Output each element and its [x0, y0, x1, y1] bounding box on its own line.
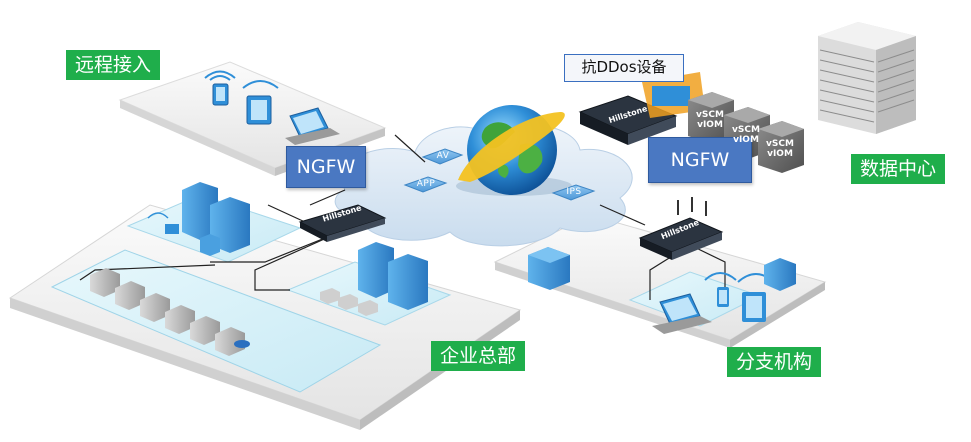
- vscm-2-line1: vSCM: [732, 125, 760, 135]
- vscm-3-line1: vSCM: [766, 139, 794, 149]
- vscm-block-1: [688, 92, 734, 144]
- branch-server-cube: [528, 247, 570, 290]
- tag-ips: [551, 184, 596, 201]
- label-branch: 分支机构: [727, 347, 822, 377]
- ngfw-left-device: [298, 204, 387, 242]
- internet-globe: [456, 105, 572, 196]
- branch-tablet-icon: [737, 273, 775, 322]
- vscm-1-line1: vSCM: [696, 110, 724, 120]
- label-remote-access: 远程接入: [66, 50, 161, 80]
- vscm-block-3: [758, 121, 804, 173]
- tag-av: [421, 148, 464, 165]
- hq-building-cluster-right: [320, 242, 428, 316]
- tag-av-label: AV: [436, 151, 450, 161]
- tag-app-label: APP: [416, 179, 436, 189]
- hq-building-cluster-left: [147, 182, 250, 256]
- branch-laptop-icon: [652, 293, 712, 334]
- label-data-center: 数据中心: [851, 154, 946, 184]
- anti-ddos-device: [578, 72, 705, 145]
- vscm-2-label: vSCM vIOM: [726, 125, 766, 145]
- branch-phone-icon: [704, 272, 737, 307]
- network-links: [79, 124, 726, 300]
- remote-tablet-icon: [204, 70, 236, 106]
- vscm-1-line2: vIOM: [697, 120, 723, 130]
- tag-ips-label: IPS: [566, 187, 582, 197]
- vscm-3-line2: vIOM: [767, 149, 793, 159]
- ngfw-right-label: NGFW: [648, 137, 752, 183]
- tag-app: [403, 176, 448, 193]
- vscm-3-label: vSCM vIOM: [760, 139, 800, 159]
- ngfw-right-device: [638, 197, 724, 260]
- branch-desktop-icon: [764, 258, 796, 291]
- hq-server-row: [90, 268, 250, 356]
- remote-laptop-icon: [285, 107, 340, 145]
- vscm-1-label: vSCM vIOM: [690, 110, 730, 130]
- label-headquarters: 企业总部: [431, 341, 526, 371]
- data-center-server-tower: [818, 22, 916, 134]
- vscm-2-line2: vIOM: [733, 135, 759, 145]
- remote-pad-icon: [242, 80, 279, 125]
- ngfw-left-label: NGFW: [286, 146, 366, 188]
- anti-ddos-label: 抗DDos设备: [564, 54, 684, 82]
